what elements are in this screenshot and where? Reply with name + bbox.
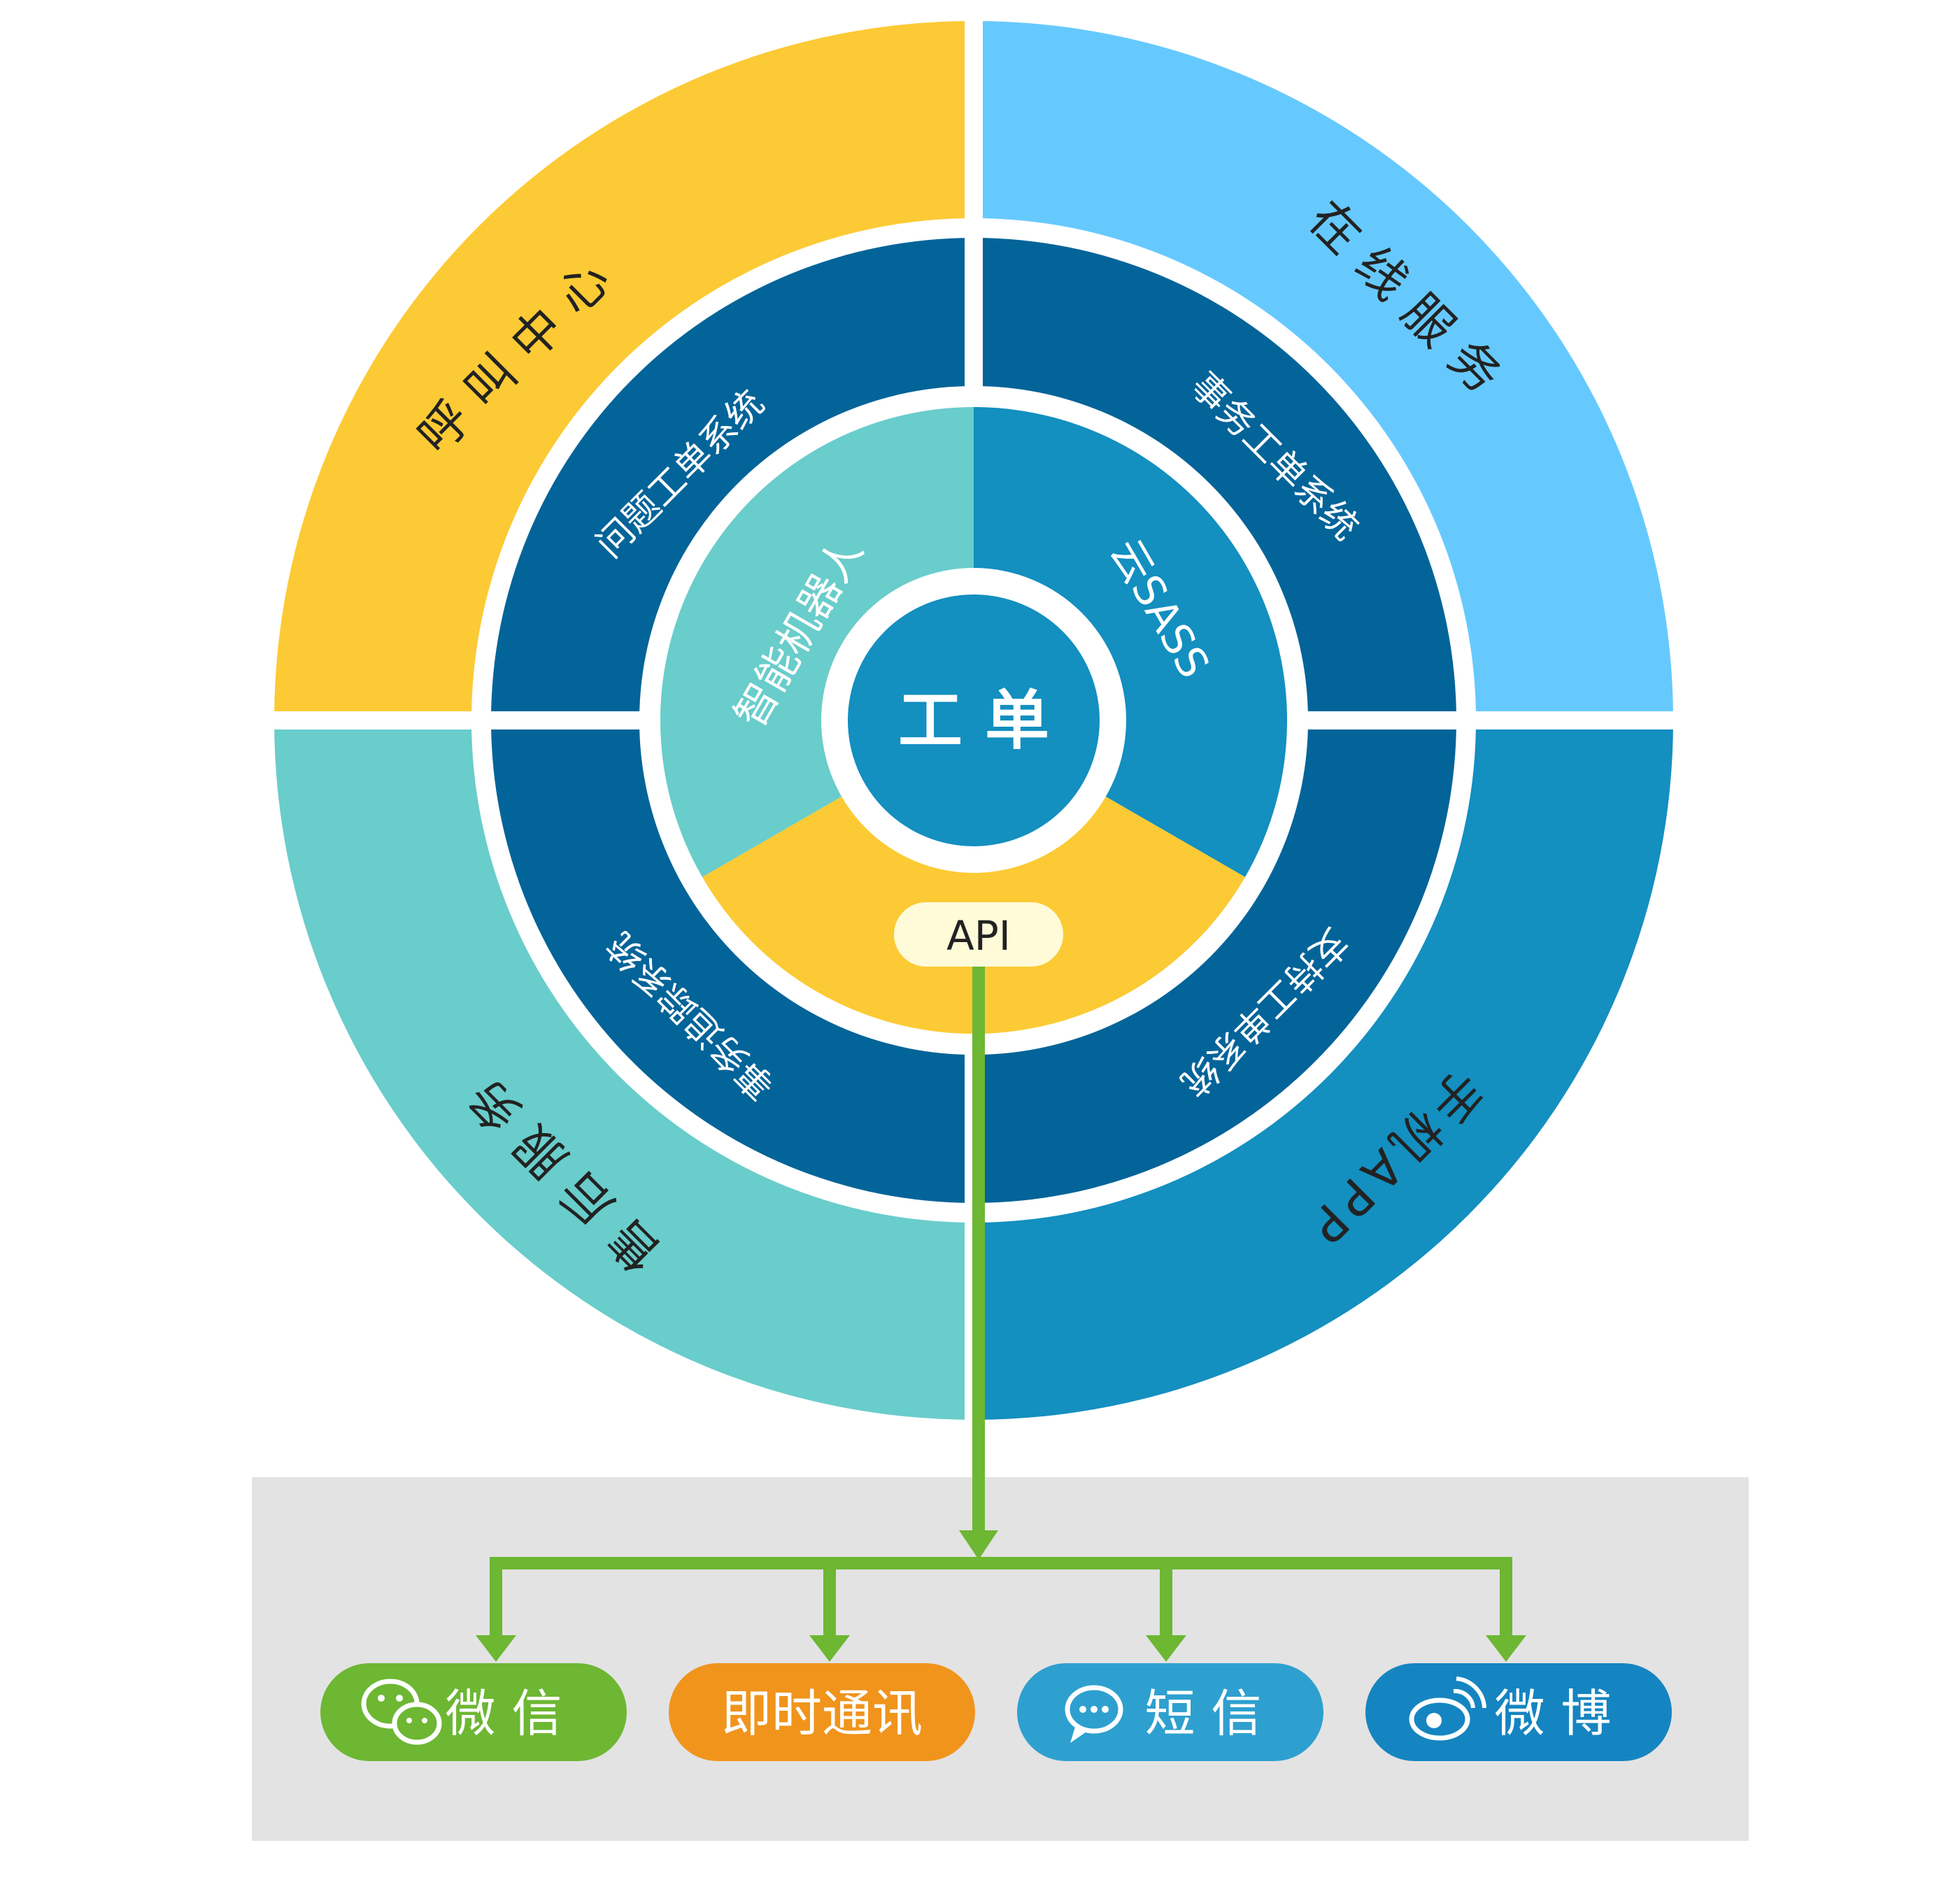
channel-sms[interactable]: 短 信 bbox=[1017, 1663, 1323, 1761]
channel-sms-label: 短 信 bbox=[1145, 1684, 1262, 1743]
center-circle bbox=[848, 594, 1100, 846]
channel-weibo[interactable]: 微 博 bbox=[1365, 1663, 1672, 1761]
channel-im-label: 即时通讯 bbox=[721, 1684, 923, 1743]
wechat-icon bbox=[361, 1679, 442, 1745]
divider-horizontal-left bbox=[266, 711, 660, 729]
weibo-icon bbox=[1409, 1676, 1486, 1741]
divider-horizontal-right bbox=[1287, 711, 1682, 729]
divider-vertical-top bbox=[965, 14, 983, 407]
inner-sector-api bbox=[702, 720, 1245, 1034]
channel-weibo-label: 微 博 bbox=[1495, 1684, 1612, 1743]
chat-bubble-icon bbox=[1065, 1685, 1123, 1743]
channel-instant-messaging[interactable]: 即时通讯 bbox=[669, 1663, 975, 1761]
api-label: API bbox=[946, 912, 1011, 960]
channel-wechat[interactable]: 微 信 bbox=[320, 1663, 627, 1761]
center-label: 工 单 bbox=[898, 683, 1049, 758]
channel-panel bbox=[252, 1477, 1749, 1841]
channel-wechat-label: 微 信 bbox=[446, 1684, 562, 1743]
api-pill bbox=[894, 902, 1063, 967]
api-connector bbox=[476, 967, 1526, 1662]
